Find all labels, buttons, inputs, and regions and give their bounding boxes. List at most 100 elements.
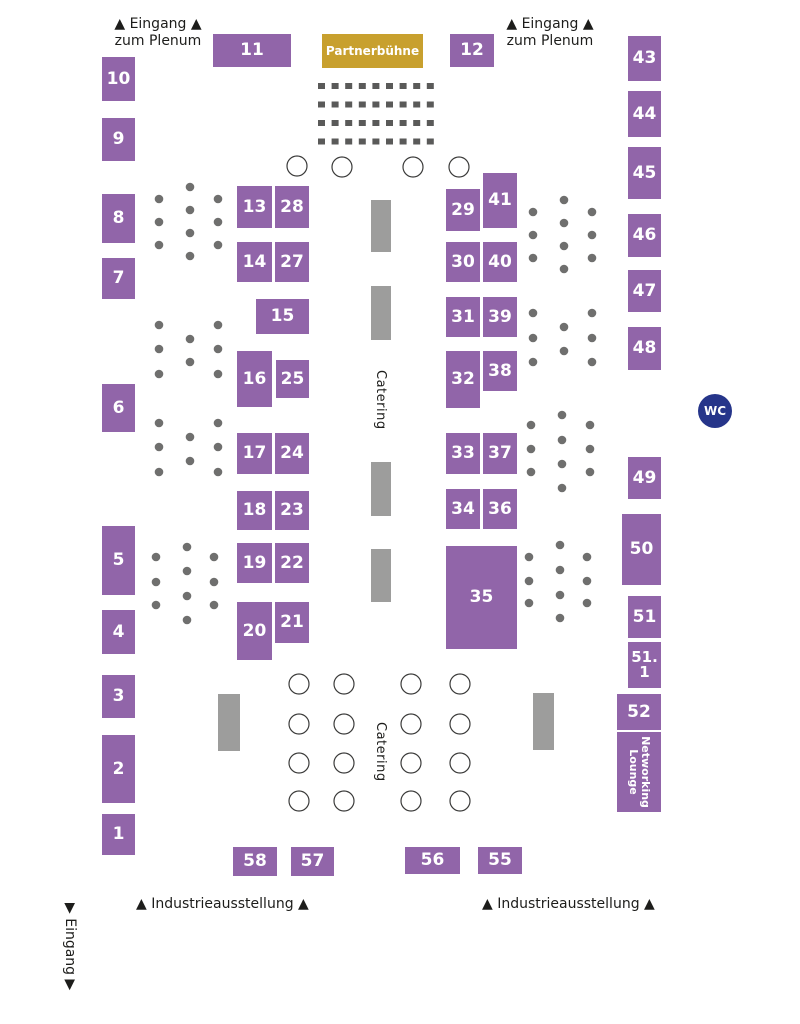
seat-dot bbox=[587, 357, 597, 367]
booth-17[interactable]: 17 bbox=[237, 433, 272, 474]
entrance-plenum-right: ▲ Eingang ▲ zum Plenum bbox=[500, 16, 600, 50]
booth-12[interactable]: 12 bbox=[450, 34, 494, 67]
booth-34[interactable]: 34 bbox=[446, 489, 480, 529]
seat-dot bbox=[557, 410, 567, 420]
booth-2[interactable]: 2 bbox=[102, 735, 135, 803]
booth-6[interactable]: 6 bbox=[102, 384, 135, 432]
networking-lounge[interactable]: Networking Lounge bbox=[617, 732, 661, 812]
seat-dot bbox=[213, 344, 223, 354]
booth-32[interactable]: 32 bbox=[446, 351, 480, 408]
booth-50[interactable]: 50 bbox=[622, 514, 661, 585]
standing-table bbox=[400, 790, 422, 812]
wc-icon[interactable]: WC bbox=[698, 394, 732, 428]
seat-dot bbox=[557, 459, 567, 469]
booth-20[interactable]: 20 bbox=[237, 602, 272, 660]
booth-47[interactable]: 47 bbox=[628, 270, 661, 312]
seat-dot bbox=[528, 253, 538, 263]
seat-dot bbox=[151, 552, 161, 562]
standing-table bbox=[288, 673, 310, 695]
seat-dot bbox=[559, 322, 569, 332]
standing-table bbox=[402, 156, 424, 178]
booth-40[interactable]: 40 bbox=[483, 242, 517, 282]
booth-21[interactable]: 21 bbox=[275, 602, 309, 643]
booth-9[interactable]: 9 bbox=[102, 118, 135, 161]
booth-48[interactable]: 48 bbox=[628, 327, 661, 370]
booth-22[interactable]: 22 bbox=[275, 543, 309, 583]
plenum-seat bbox=[331, 101, 339, 108]
entrance-plenum-right-line2: zum Plenum bbox=[506, 33, 594, 49]
booth-30[interactable]: 30 bbox=[446, 242, 480, 282]
booth-44[interactable]: 44 bbox=[628, 91, 661, 137]
plenum-seat bbox=[399, 138, 407, 145]
booth-16[interactable]: 16 bbox=[237, 351, 272, 407]
booth-43[interactable]: 43 bbox=[628, 36, 661, 81]
plenum-seat bbox=[413, 138, 421, 145]
booth-18[interactable]: 18 bbox=[237, 491, 272, 530]
booth-35[interactable]: 35 bbox=[446, 546, 517, 649]
plenum-seat bbox=[413, 120, 421, 126]
seat-dot bbox=[154, 320, 164, 330]
plenum-seat bbox=[345, 120, 353, 126]
seat-dot bbox=[209, 600, 219, 610]
booth-41[interactable]: 41 bbox=[483, 173, 517, 228]
booth-14[interactable]: 14 bbox=[237, 242, 272, 282]
industry-exhibition-left: ▲ Industrieausstellung ▲ bbox=[136, 896, 309, 912]
booth-58[interactable]: 58 bbox=[233, 847, 277, 876]
booth-29[interactable]: 29 bbox=[446, 189, 480, 231]
seat-dot bbox=[213, 369, 223, 379]
plenum-seat bbox=[318, 138, 325, 145]
booth-46[interactable]: 46 bbox=[628, 214, 661, 257]
booth-3[interactable]: 3 bbox=[102, 675, 135, 718]
booth-39[interactable]: 39 bbox=[483, 297, 517, 337]
booth-51-1[interactable]: 51. 1 bbox=[628, 642, 661, 688]
booth-24[interactable]: 24 bbox=[275, 433, 309, 474]
plenum-seat bbox=[358, 101, 366, 108]
booth-10[interactable]: 10 bbox=[102, 57, 135, 101]
booth-4[interactable]: 4 bbox=[102, 610, 135, 654]
booth-23[interactable]: 23 bbox=[275, 491, 309, 530]
booth-8[interactable]: 8 bbox=[102, 194, 135, 243]
booth-37[interactable]: 37 bbox=[483, 433, 517, 474]
booth-5[interactable]: 5 bbox=[102, 526, 135, 595]
seat-dot bbox=[209, 577, 219, 587]
booth-36[interactable]: 36 bbox=[483, 489, 517, 529]
standing-table bbox=[288, 713, 310, 735]
seat-dot bbox=[151, 600, 161, 610]
booth-31[interactable]: 31 bbox=[446, 297, 480, 337]
seat-dot bbox=[182, 542, 192, 552]
seat-dot bbox=[528, 207, 538, 217]
plenum-seat bbox=[413, 83, 421, 89]
booth-55[interactable]: 55 bbox=[478, 847, 522, 874]
booth-33[interactable]: 33 bbox=[446, 433, 480, 474]
plenum-seat bbox=[372, 83, 380, 89]
booth-11[interactable]: 11 bbox=[213, 34, 291, 67]
booth-19[interactable]: 19 bbox=[237, 543, 272, 583]
seat-dot bbox=[185, 182, 195, 192]
seat-dot bbox=[585, 467, 595, 477]
booth-15[interactable]: 15 bbox=[256, 299, 309, 334]
seat-dot bbox=[526, 420, 536, 430]
booth-13[interactable]: 13 bbox=[237, 186, 272, 228]
seat-dot bbox=[185, 432, 195, 442]
booth-51[interactable]: 51 bbox=[628, 596, 661, 638]
booth-52[interactable]: 52 bbox=[617, 694, 661, 730]
booth-56[interactable]: 56 bbox=[405, 847, 460, 874]
booth-27[interactable]: 27 bbox=[275, 242, 309, 282]
booth-57[interactable]: 57 bbox=[291, 847, 334, 876]
booth-49[interactable]: 49 bbox=[628, 457, 661, 499]
seat-dot bbox=[213, 442, 223, 452]
seat-dot bbox=[154, 344, 164, 354]
booth-1[interactable]: 1 bbox=[102, 814, 135, 855]
booth-25[interactable]: 25 bbox=[276, 360, 309, 398]
partner-stage[interactable]: Partnerbühne bbox=[322, 34, 423, 68]
standing-table bbox=[449, 713, 471, 735]
seat-dot bbox=[559, 346, 569, 356]
booth-45[interactable]: 45 bbox=[628, 147, 661, 199]
seat-dot bbox=[185, 357, 195, 367]
booth-7[interactable]: 7 bbox=[102, 258, 135, 299]
booth-28[interactable]: 28 bbox=[275, 186, 309, 228]
entrance-plenum-left-line1: ▲ Eingang ▲ bbox=[114, 16, 202, 32]
booth-38[interactable]: 38 bbox=[483, 351, 517, 391]
seat-dot bbox=[524, 598, 534, 608]
plenum-seat bbox=[399, 120, 407, 126]
